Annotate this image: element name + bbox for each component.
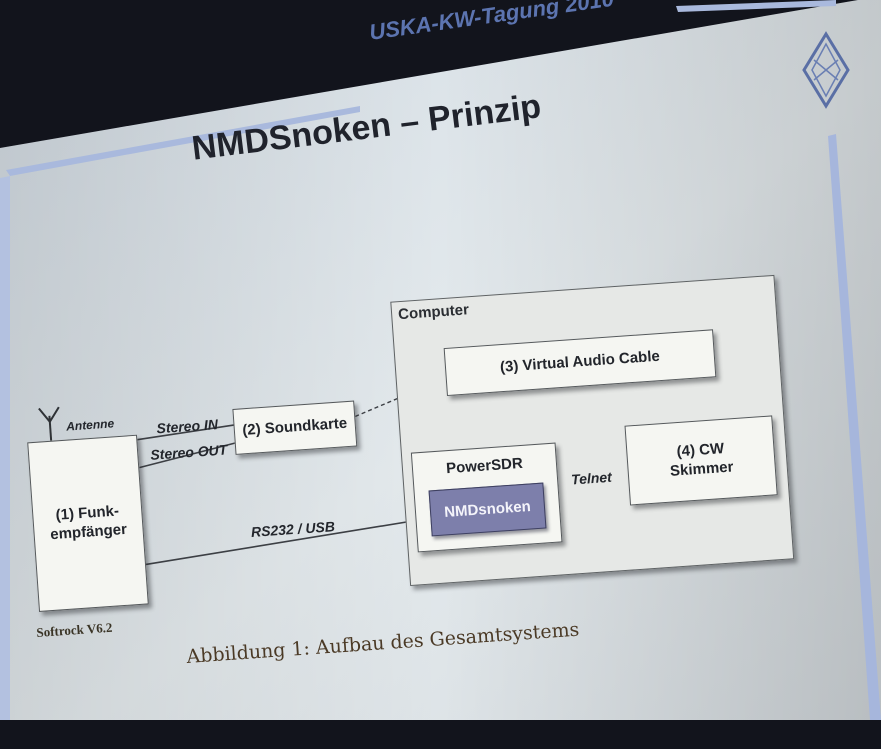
- antenna-icon: [38, 406, 60, 441]
- nmdsnoken-label: NMDsnoken: [443, 497, 532, 521]
- telnet-label: Telnet: [570, 468, 613, 488]
- vac-label: (3) Virtual Audio Cable: [499, 347, 661, 376]
- powersdr-label: PowerSDR: [445, 454, 524, 478]
- cw-skimmer-label: (4) CW Skimmer: [627, 437, 775, 485]
- soundcard-box: (2) Soundkarte: [232, 400, 358, 455]
- powersdr-box: PowerSDR NMDsnoken: [410, 442, 563, 553]
- photo-scene: USKA-KW-Tagung 2010 NMDSnoken – Prinzip …: [0, 0, 881, 720]
- receiver-label-line1: (1) Funk-: [55, 502, 120, 524]
- receiver-label: (1) Funk- empfänger: [33, 501, 143, 546]
- frame-bar-left: [0, 176, 10, 720]
- uska-diamond-logo-icon: [802, 31, 850, 109]
- cw-skimmer-box: (4) CW Skimmer: [624, 415, 778, 506]
- receiver-label-line2: empfänger: [49, 520, 128, 543]
- cw-label-line1: (4) CW: [676, 440, 725, 461]
- computer-label: Computer: [397, 301, 470, 324]
- cw-label-line2: Skimmer: [669, 458, 734, 480]
- frame-bar-right: [828, 134, 881, 720]
- nmdsnoken-box: NMDsnoken: [428, 482, 547, 537]
- frame-bar-top: [6, 106, 360, 176]
- receiver-box: (1) Funk- empfänger: [27, 434, 149, 612]
- soundcard-label: (2) Soundkarte: [241, 414, 348, 439]
